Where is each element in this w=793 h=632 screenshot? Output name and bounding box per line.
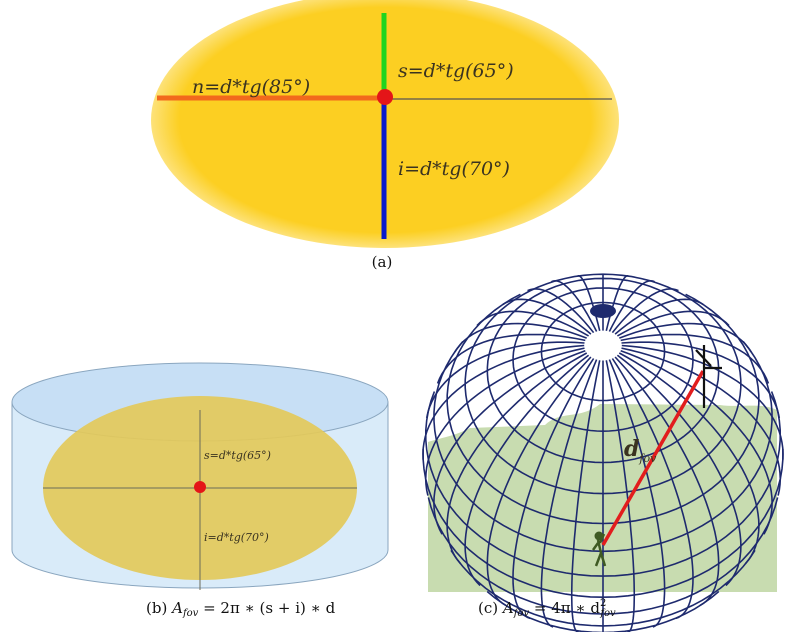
sphere-grid-line [422, 344, 585, 460]
sphere-grid-line [621, 344, 784, 460]
sphere-grid-line [620, 333, 770, 384]
sphere-grid [422, 273, 784, 632]
sphere-grid-line [486, 590, 720, 632]
label-n: n=d*tg(85°) [192, 76, 310, 98]
sphere-grid-line [617, 310, 730, 337]
sphere-grid-line [450, 549, 756, 627]
sphere-grid-line [608, 359, 666, 628]
sphere-grid-line [464, 273, 742, 495]
sphere-grid-line [476, 310, 589, 337]
sightline [601, 370, 705, 546]
sphere-grid-line [486, 277, 720, 464]
sphere-grid-line [614, 356, 720, 607]
caption-b: (b) Afov = 2π ∗ (s + i) ∗ d [146, 599, 336, 619]
caption-a: (a) [372, 253, 393, 271]
sphere-grid-line [611, 358, 694, 620]
sphere-grid-line [424, 347, 585, 496]
sphere-pole [590, 304, 616, 318]
sphere-grid-line [446, 293, 760, 525]
label-s-b: s=d*tg(65°) [204, 449, 271, 462]
sphere-grid-line [433, 341, 773, 553]
center-dot-a [377, 89, 393, 105]
sphere-grid-line [486, 356, 592, 607]
panel-b: s=d*tg(65°) i=d*tg(70°) (b) Afov = 2π ∗ … [11, 362, 389, 619]
sphere-grid-line [605, 360, 636, 632]
sphere-grid-line [422, 449, 784, 598]
sphere-grid-line [512, 358, 595, 620]
panel-a: n=d*tg(85°) s=d*tg(65°) i=d*tg(70°) (a) [151, 0, 619, 271]
center-dot-b [194, 481, 206, 493]
sphere-grid-line [436, 333, 586, 384]
label-dfov: dfov [624, 436, 657, 465]
sphere-grid-line [464, 354, 590, 587]
label-i-b: i=d*tg(70°) [204, 531, 269, 544]
sphere-grid-line [540, 359, 598, 628]
sphere-grid-line [427, 497, 779, 615]
sphere-grid-line [425, 391, 781, 577]
sphere-grid-line [621, 347, 782, 496]
label-i-a: i=d*tg(70°) [398, 158, 510, 180]
sphere-grid-line [570, 360, 601, 632]
sphere-grid-line [616, 354, 742, 587]
target-post [695, 345, 722, 408]
label-s-a: s=d*tg(65°) [398, 60, 514, 82]
sphere-grid-line [540, 301, 666, 402]
observer-figure [591, 531, 607, 567]
sphere-grid-line [512, 287, 694, 432]
